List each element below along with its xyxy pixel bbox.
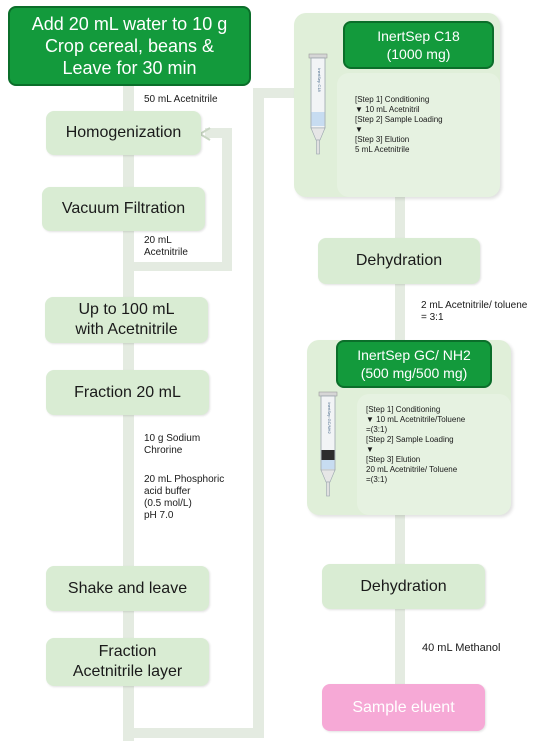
spe-cartridge-icon: InertSep C18 [308, 53, 328, 155]
gcnh2-steps-panel [357, 394, 511, 515]
loop-bottom-line [123, 262, 232, 271]
loop-top-line [205, 128, 232, 138]
note-acetonitrile-toluene: 2 mL Acetnitrile/ toluene = 3:1 [421, 300, 528, 323]
shake-and-leave-box: Shake and leave [46, 566, 209, 611]
dehydration-box-1: Dehydration [318, 238, 480, 284]
homogenization-label: Homogenization [65, 124, 182, 141]
loop-right-line [222, 128, 232, 271]
shake-and-leave-label: Shake and leave [67, 579, 188, 597]
start-step-box: Add 20 mL water to 10 g Crop cereal, bea… [8, 6, 251, 86]
c18-title: InertSep C18 (1000 mg) [377, 28, 460, 62]
start-step-text: Add 20 mL water to 10 g Crop cereal, bea… [31, 14, 228, 78]
gcnh2-title-box: InertSep GC/ NH2 (500 mg/500 mg) [336, 340, 492, 388]
vacuum-filtration-box: Vacuum Filtration [42, 187, 205, 231]
fraction-20ml-label: Fraction 20 mL [74, 383, 181, 401]
note-50ml-acetonitrile: 50 mL Acetnitrile [144, 94, 218, 105]
sample-eluent-box: Sample eluent [322, 684, 485, 731]
sample-eluent-label: Sample eluent [352, 698, 455, 716]
dehydration-box-2: Dehydration [322, 564, 485, 609]
spe-cartridge-icon: InertSep GC/NH2 [318, 391, 338, 497]
dehydration-label-2: Dehydration [360, 577, 447, 595]
dehydration-label-1: Dehydration [355, 252, 443, 269]
middle-connector-line [253, 88, 264, 738]
c18-steps-panel [337, 73, 500, 197]
fraction-acetonitrile-layer-box: Fraction Acetnitrile layer [46, 638, 209, 686]
note-phosphoric-buffer: 20 mL Phosphoric acid buffer (0.5 mol/L)… [144, 474, 225, 521]
note-sodium-chloride: 10 g Sodium Chrorine [144, 433, 201, 456]
bottom-connector-line [123, 728, 254, 738]
up-to-100ml-box: Up to 100 mL with Acetnitrile [45, 297, 208, 343]
c18-steps-text: [Step 1] Conditioning ▼ 10 mL Acetnitril… [355, 95, 443, 154]
up-to-100ml-label: Up to 100 mL with Acetnitrile [75, 301, 178, 338]
fraction-20ml-box: Fraction 20 mL [46, 370, 209, 415]
vacuum-filtration-label: Vacuum Filtration [61, 200, 186, 217]
gcnh2-title: InertSep GC/ NH2 (500 mg/500 mg) [357, 347, 471, 381]
gcnh2-steps-text: [Step 1] Conditioning ▼ 10 mL Acetnitril… [366, 405, 466, 484]
fraction-acetonitrile-layer-label: Fraction Acetnitrile layer [72, 643, 183, 680]
svg-text:InertSep GC/NH2: InertSep GC/NH2 [327, 402, 332, 434]
svg-text:InertSep C18: InertSep C18 [317, 68, 322, 92]
note-40ml-methanol: 40 mL Methanol [422, 642, 501, 654]
c18-title-box: InertSep C18 (1000 mg) [343, 21, 494, 69]
note-20ml-acetonitrile: 20 mL Acetnitrile [144, 235, 188, 258]
homogenization-box: Homogenization [46, 111, 201, 155]
